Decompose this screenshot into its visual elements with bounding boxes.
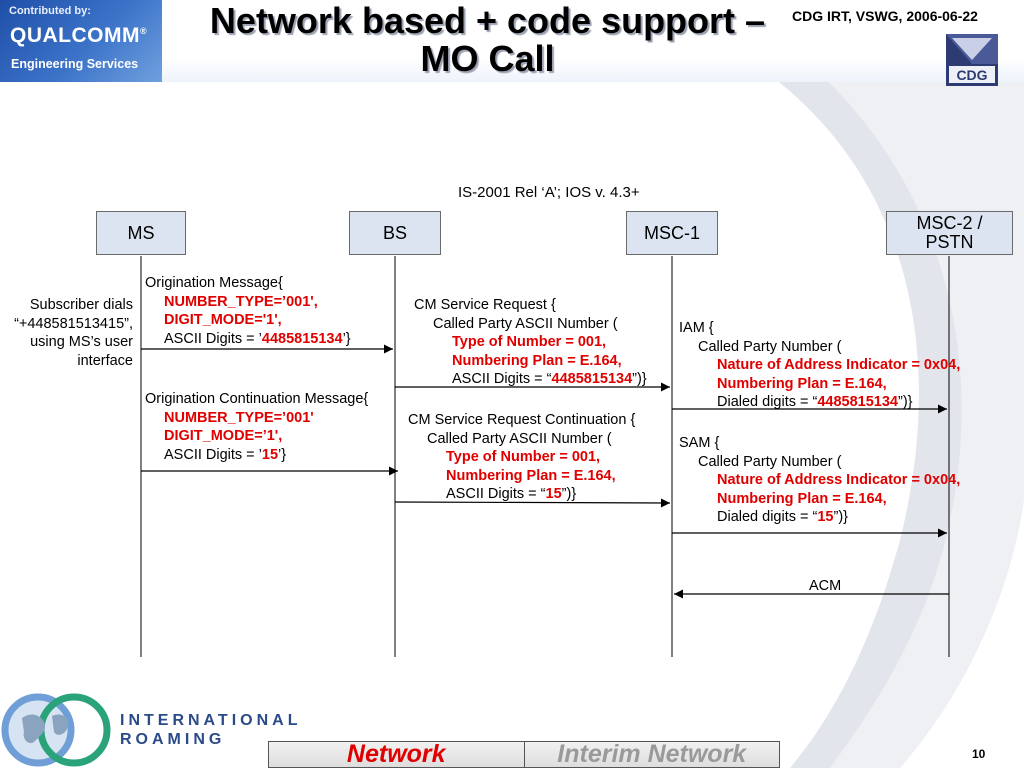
msg-origination-continuation: Origination Continuation Message{ NUMBER… [145, 390, 368, 464]
header-band [0, 0, 1024, 82]
node-ms-label: MS [127, 222, 155, 243]
msg-cm-service-request-continuation: CM Service Request Continuation { Called… [408, 411, 635, 504]
msg-line: CM Service Request { [414, 297, 556, 313]
msg-line-highlight: Nature of Address Indicator = 0x04, [717, 357, 961, 373]
diagram-subtitle: IS-2001 Rel ‘A’; IOS v. 4.3+ [458, 184, 640, 201]
status-table: Network Interim Network [268, 740, 780, 768]
status-interim-network: Interim Network [524, 740, 779, 768]
note-line: interface [77, 352, 133, 369]
msg-text: ASCII Digits = “ [446, 486, 546, 502]
page-number: 10 [972, 747, 986, 761]
sponsor-logo-panel: Contributed by: QUALCOMM® Engineering Se… [0, 0, 162, 82]
msg-text: ASCII Digits = “ [452, 371, 552, 387]
msg-line: IAM { [679, 320, 714, 336]
contributed-by-label: Contributed by: [9, 5, 91, 17]
digits-value: 15 [261, 446, 279, 463]
msg-line: Called Party Number ( [698, 453, 842, 470]
msg-text: ”)} [898, 394, 913, 410]
msg-line: CM Service Request Continuation { [408, 412, 636, 428]
node-msc2-label-line1: MSC-2 / [916, 213, 983, 233]
msg-line-highlight: Numbering Plan = E.164, [717, 490, 887, 507]
digits-value: 15 [545, 486, 562, 502]
node-bs: BS [349, 211, 441, 255]
msg-acm: ACM [809, 578, 842, 594]
msg-text: ”)} [632, 371, 647, 387]
msg-text: ASCII Digits = ’ [164, 330, 262, 347]
msg-text: Dialed digits = “ [717, 509, 818, 525]
note-line: “+448581513415”, [14, 315, 133, 332]
msg-cm-service-request: CM Service Request { Called Party ASCII … [414, 296, 647, 389]
msg-line-highlight: Type of Number = 001, [446, 449, 601, 465]
registered-mark: ® [139, 26, 148, 36]
msg-line-highlight: Numbering Plan = E.164, [446, 467, 616, 484]
node-msc2-label-line2: PSTN [925, 232, 974, 252]
msg-line-highlight: DIGIT_MODE='1', [164, 312, 282, 328]
msg-text: ASCII Digits = ’ [164, 446, 262, 463]
msg-line-highlight: Numbering Plan = E.164, [452, 352, 622, 369]
msg-line: Origination Continuation Message{ [145, 391, 369, 407]
msg-text: ”)} [833, 509, 848, 525]
ir-line-2: ROAMING [120, 731, 226, 748]
note-line: Subscriber dials [29, 297, 133, 313]
digits-value: 4485815134 [817, 394, 898, 410]
node-msc1-label: MSC-1 [643, 222, 700, 243]
status-network: Network [269, 740, 525, 768]
division-label: Engineering Services [11, 57, 139, 71]
cdg-logo-text: CDG [956, 67, 987, 83]
subscriber-note: Subscriber dials “+448581513415”, using … [4, 296, 133, 370]
msg-iam: IAM { Called Party Number ( Nature of Ad… [679, 319, 960, 412]
msg-line-highlight: NUMBER_TYPE=’001', [164, 293, 318, 310]
digits-value: 4485815134 [261, 330, 343, 347]
msg-line: ASCII Digits = “15”)} [408, 485, 635, 504]
slide-date: CDG IRT, VSWG, 2006-06-22 [792, 8, 978, 24]
qualcomm-logo: QUALCOMM® [10, 24, 147, 48]
ir-line-1: INTERNATIONAL [120, 712, 302, 729]
msg-line: Called Party ASCII Number ( [427, 430, 612, 447]
arrow-cm-service-request-continuation [394, 498, 671, 508]
slide-title: Network based + code support – MO Call [180, 2, 795, 78]
msg-line-highlight: DIGIT_MODE=’1', [164, 428, 283, 444]
title-line-2: MO Call [420, 38, 555, 79]
cdg-logo: CDG [946, 34, 998, 86]
msg-line-highlight: Type of Number = 001, [452, 334, 607, 350]
msg-text: ’} [342, 330, 351, 347]
international-roaming-logo [1, 693, 111, 767]
msg-line: ASCII Digits = ’15’} [145, 446, 368, 465]
msg-line-highlight: Nature of Address Indicator = 0x04, [717, 472, 961, 488]
msg-line: ASCII Digits = ’4485815134’} [145, 330, 351, 349]
msg-line-highlight: NUMBER_TYPE=’001' [164, 409, 314, 426]
msg-line: ASCII Digits = “4485815134”)} [414, 370, 647, 389]
node-bs-label: BS [382, 222, 407, 243]
msg-line: SAM { [679, 435, 720, 451]
msg-text: Dialed digits = “ [717, 394, 818, 410]
title-line-1: Network based + code support – [209, 0, 766, 41]
msg-line: Origination Message{ [145, 275, 283, 291]
msg-line: Called Party ASCII Number ( [433, 315, 618, 332]
msg-line: Dialed digits = “15”)} [679, 508, 960, 527]
digits-value: 4485815134 [551, 371, 633, 387]
msg-line-highlight: Numbering Plan = E.164, [717, 375, 887, 392]
node-msc2-pstn: MSC-2 / PSTN [886, 211, 1013, 255]
msg-line: Dialed digits = “4485815134”)} [679, 393, 960, 412]
company-name: QUALCOMM [10, 24, 140, 47]
msg-text: ’} [278, 446, 287, 463]
msg-line: Called Party Number ( [698, 338, 842, 355]
digits-value: 15 [817, 509, 834, 525]
msg-sam: SAM { Called Party Number ( Nature of Ad… [679, 434, 960, 527]
msg-origination: Origination Message{ NUMBER_TYPE=’001', … [145, 274, 351, 348]
node-ms: MS [96, 211, 186, 255]
msg-text: ”)} [561, 486, 577, 502]
note-line: using MS’s user [30, 334, 133, 350]
node-msc1: MSC-1 [626, 211, 718, 255]
